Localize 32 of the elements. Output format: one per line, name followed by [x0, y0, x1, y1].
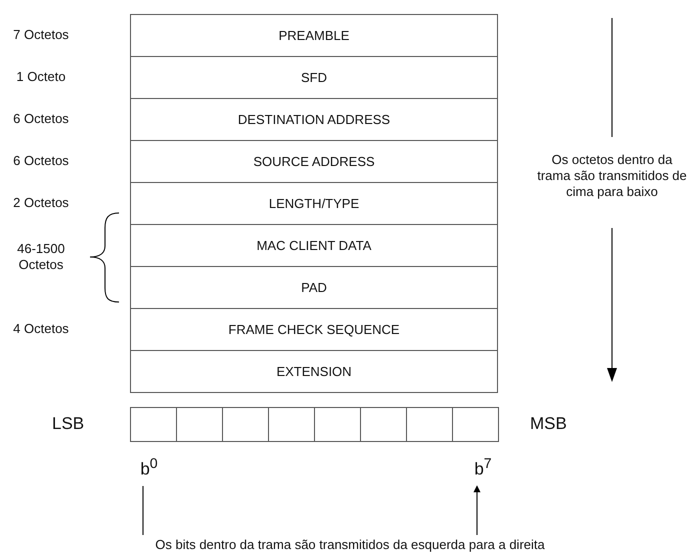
lsb-label: LSB [52, 414, 84, 434]
octet-count: 46-1500 Octetos [16, 241, 66, 273]
octet-count: 7 Octetos [12, 27, 70, 43]
octet-count: 6 Octetos [12, 153, 70, 169]
octet-count: 1 Octeto [15, 69, 67, 85]
note-text: Os octetos dentro da trama são transmitidos de cima para baixo [537, 152, 687, 200]
frame-field: FRAME CHECK SEQUENCE [130, 308, 498, 351]
frame-field: LENGTH/TYPE [130, 182, 498, 225]
msb-label: MSB [530, 414, 567, 434]
bit-cell [130, 407, 177, 442]
bit-label: b$^{7}$ [468, 454, 498, 476]
bit-cell [360, 407, 407, 442]
octet-count: 2 Octetos [12, 195, 70, 211]
bit-cell [268, 407, 315, 442]
frame-field: DESTINATION ADDRESS [130, 98, 498, 141]
octet-count: 6 Octetos [12, 111, 70, 127]
bit-label: b$^{0}$ [134, 454, 164, 476]
frame-field: SOURCE ADDRESS [130, 140, 498, 183]
bit-cell [176, 407, 223, 442]
arrow [474, 485, 480, 536]
frame-field: EXTENSION [130, 350, 498, 393]
octet-count: 4 Octetos [12, 321, 70, 337]
frame-field: PREAMBLE [130, 14, 498, 57]
frame-field: PAD [130, 266, 498, 309]
frame-field: MAC CLIENT DATA [130, 224, 498, 267]
bit-cell [222, 407, 269, 442]
frame-field: SFD [130, 56, 498, 99]
connector-line [142, 486, 144, 536]
bit-cell [452, 407, 499, 442]
bit-cell [314, 407, 361, 442]
note-text: Os bits dentro da trama são transmitidos da esquerda para a direita [40, 537, 660, 552]
bit-cell [406, 407, 453, 442]
